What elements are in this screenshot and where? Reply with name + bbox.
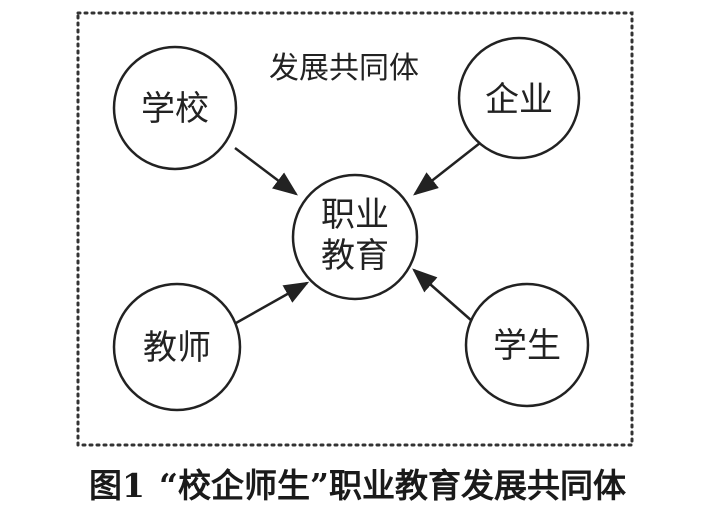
figure-caption: 图1 “校企师生”职业教育发展共同体: [0, 466, 715, 506]
node-school-label: 学校: [141, 89, 209, 129]
community-frame: [76, 11, 634, 447]
node-enterprise-circle: [457, 36, 581, 160]
node-center-label-line2: 教育: [321, 236, 389, 276]
node-student-circle: [464, 282, 590, 408]
node-center-circle: [291, 173, 419, 301]
node-vocational-education: 职业 教育: [291, 173, 419, 301]
node-student: 学生: [464, 282, 590, 408]
node-teacher-circle: [112, 282, 242, 412]
figure-number: 图1: [89, 466, 145, 505]
node-center-label-line1: 职业: [321, 195, 389, 235]
frame-title: 发展共同体: [269, 51, 419, 86]
node-school-circle: [112, 45, 238, 171]
node-teacher: 教师: [112, 282, 242, 412]
node-teacher-label: 教师: [143, 328, 211, 368]
node-enterprise: 企业: [457, 36, 581, 160]
arrow-enterprise-to-center: [413, 142, 481, 196]
node-student-label: 学生: [493, 326, 561, 366]
arrow-teacher-to-center: [235, 281, 310, 325]
arrow-student-to-center: [412, 268, 473, 322]
arrow-school-to-center: [234, 147, 298, 196]
figure-title: “校企师生”职业教育发展共同体: [159, 466, 626, 505]
community-diagram: 发展共同体 学校 企业 职业 教育 教师 学生: [76, 11, 634, 447]
node-school: 学校: [112, 45, 238, 171]
node-enterprise-label: 企业: [485, 80, 553, 120]
